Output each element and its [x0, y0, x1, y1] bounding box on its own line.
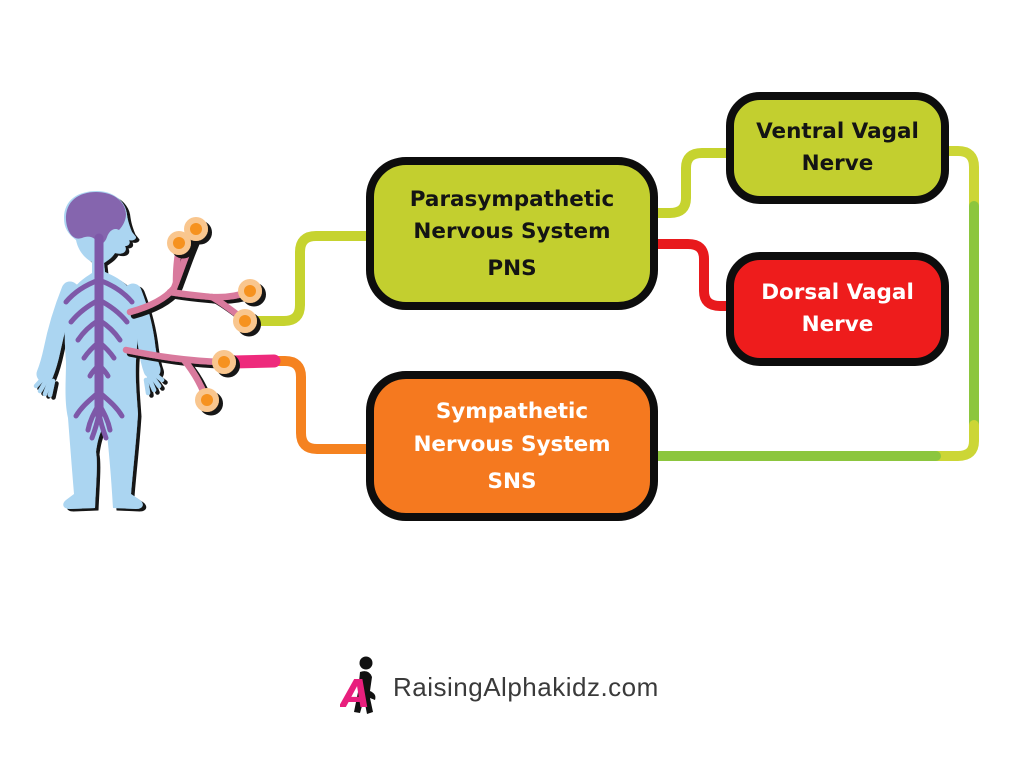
right-hand-fingers	[143, 369, 165, 396]
rib-nerves	[63, 277, 135, 441]
sns-title: Sympathetic Nervous System	[413, 399, 611, 457]
left-hand-fingers	[33, 373, 56, 398]
pns-title: Parasympathetic Nervous System	[409, 186, 615, 245]
sns-abbr: SNS	[487, 468, 537, 494]
pns-abbr: PNS	[487, 256, 537, 282]
central-nervous-system	[63, 233, 135, 441]
connector-lines	[226, 146, 979, 461]
connector-ventral-to-sns-curve	[927, 420, 979, 461]
human-body-illustration	[33, 191, 262, 509]
brand-letter-a: A	[340, 672, 370, 716]
connector-body-to-sns	[267, 356, 377, 454]
brain	[65, 192, 126, 245]
connector-body-to-pns	[252, 231, 377, 326]
connector-ventral-to-sns-upper	[937, 146, 979, 217]
connector-pns-to-ventral	[645, 148, 737, 218]
dorsal-vagal-title: Dorsal Vagal Nerve	[761, 279, 914, 337]
left-arm	[36, 281, 79, 383]
brand-footer: A RaisingAlphakidz.com	[340, 653, 659, 721]
node-parasympathetic-nervous-system: Parasympathetic Nervous System PNS	[366, 157, 658, 310]
brand-logo-icon: A	[340, 656, 376, 716]
nerve-ending-cores	[173, 223, 256, 406]
node-dorsal-vagal-nerve: Dorsal Vagal Nerve	[726, 252, 949, 366]
connector-body-to-sns-pink-segment	[226, 354, 281, 369]
brand-text: RaisingAlphakidz.com	[393, 671, 659, 702]
node-ventral-vagal-nerve: Ventral Vagal Nerve	[726, 92, 949, 204]
ventral-vagal-title: Ventral Vagal Nerve	[756, 118, 919, 176]
connector-pns-to-dorsal	[645, 239, 736, 311]
node-sympathetic-nervous-system: Sympathetic Nervous System SNS	[366, 371, 658, 521]
